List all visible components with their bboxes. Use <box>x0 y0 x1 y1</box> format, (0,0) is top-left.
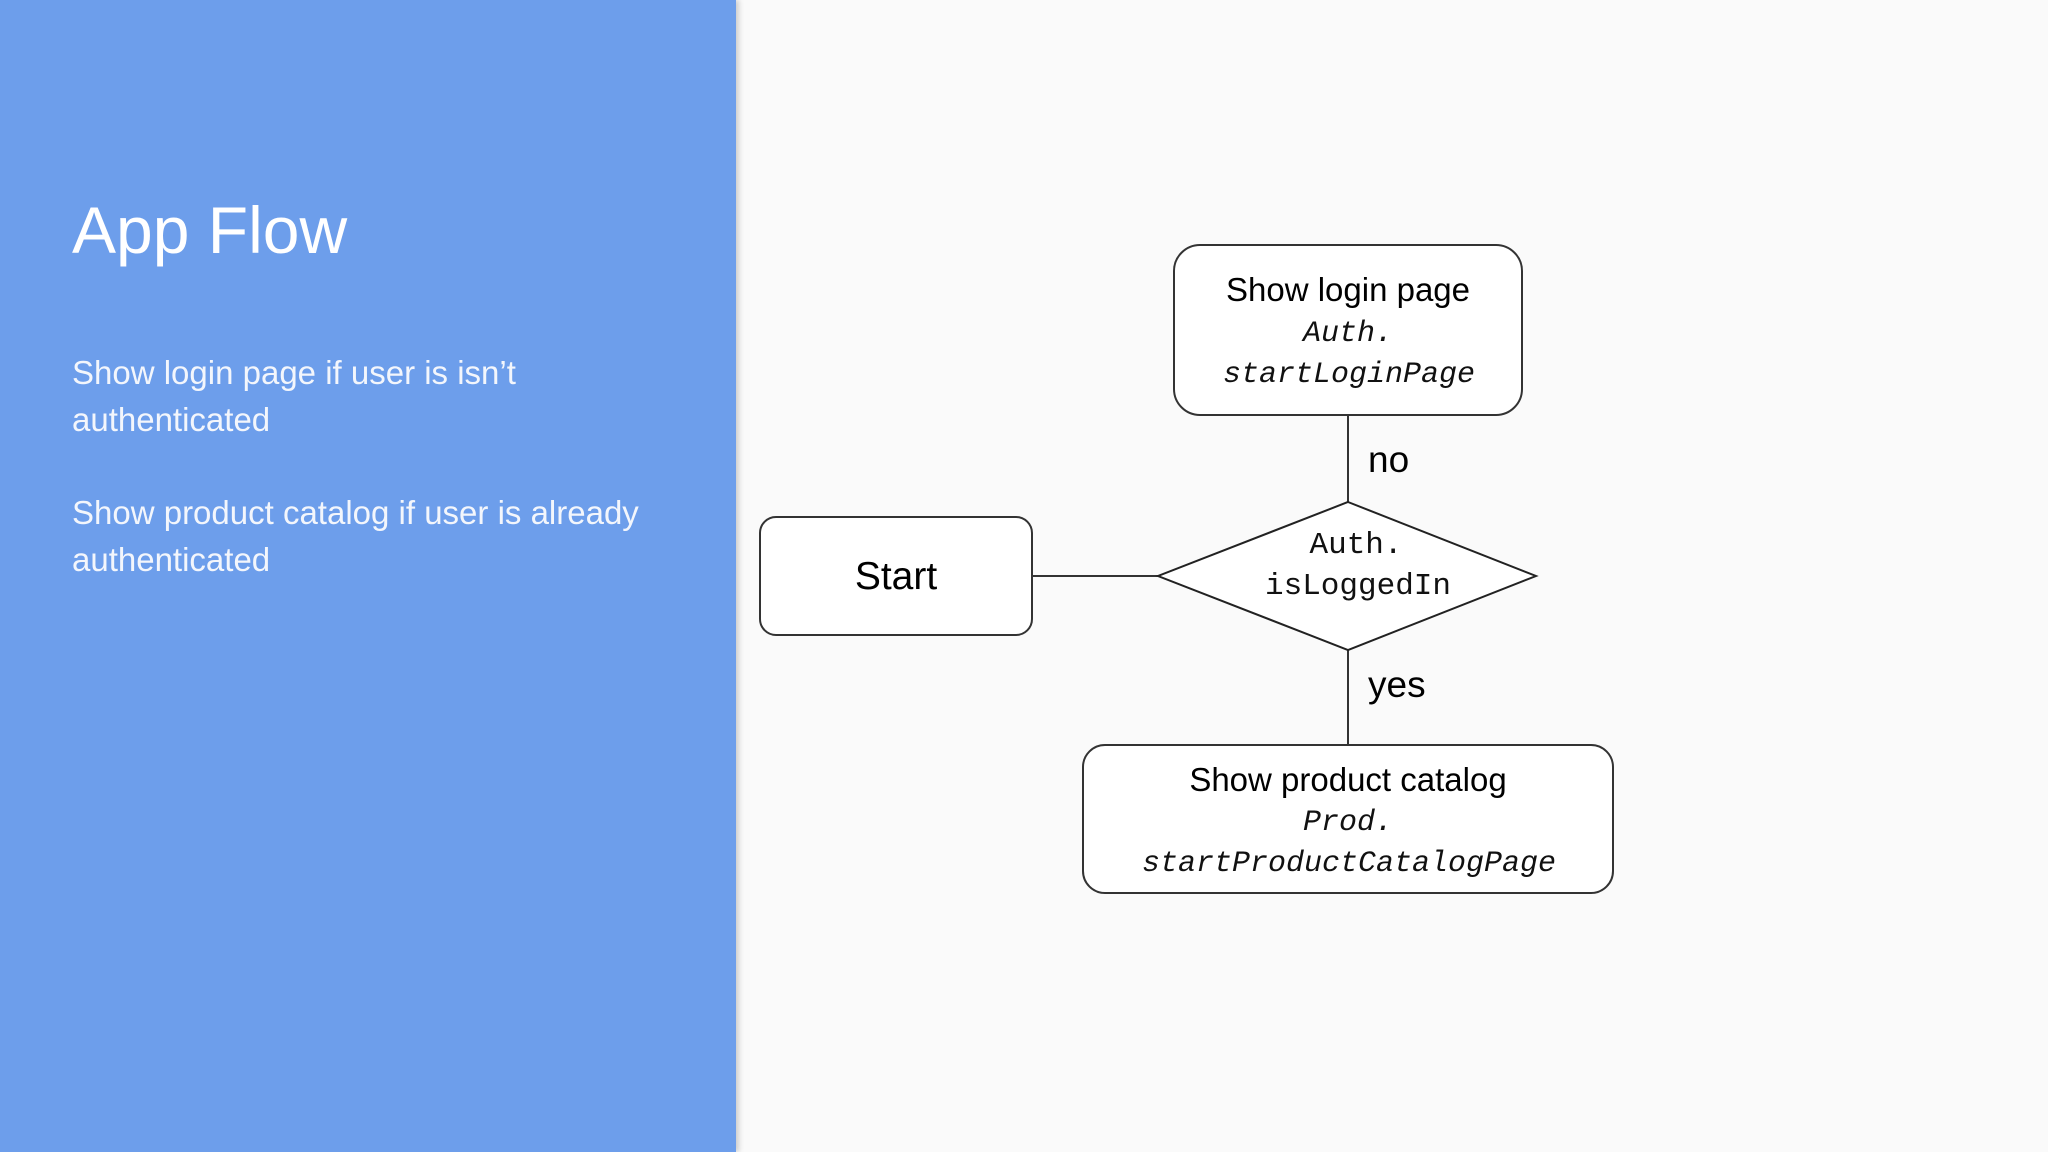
decision-diamond <box>1155 500 1539 652</box>
bullet-login: Show login page if user is isn’t authent… <box>72 354 516 438</box>
node-catalog-code-line1: Prod. <box>1303 806 1393 840</box>
node-start-label: Start <box>855 555 938 598</box>
decision-code-line1: Auth. <box>1309 528 1402 563</box>
slide-title: App Flow <box>72 193 348 267</box>
node-login-code-line1: Auth. <box>1301 317 1393 351</box>
node-catalog: Show product catalog Prod. startProductC… <box>1082 744 1614 894</box>
node-catalog-code-line2: startProductCatalogPage <box>1142 847 1556 881</box>
node-login-code-line2: startLoginPage <box>1223 358 1475 392</box>
decision-code-line2: isLoggedIn <box>1265 569 1451 604</box>
node-start: Start <box>759 516 1033 636</box>
node-login-box <box>1173 244 1523 416</box>
edge-label-yes: yes <box>1368 664 1426 705</box>
bullet-catalog: Show product catalog if user is already … <box>72 494 639 578</box>
node-decision: Auth. isLoggedIn <box>1155 500 1539 652</box>
edge-label-no: no <box>1368 439 1409 480</box>
node-login: Show login page Auth. startLoginPage <box>1173 244 1523 416</box>
node-login-label: Show login page <box>1226 271 1470 308</box>
node-start-box <box>759 516 1033 636</box>
node-catalog-label: Show product catalog <box>1189 761 1506 798</box>
title-panel: App Flow Show login page if user is isn’… <box>0 0 736 1152</box>
node-catalog-box <box>1082 744 1614 894</box>
